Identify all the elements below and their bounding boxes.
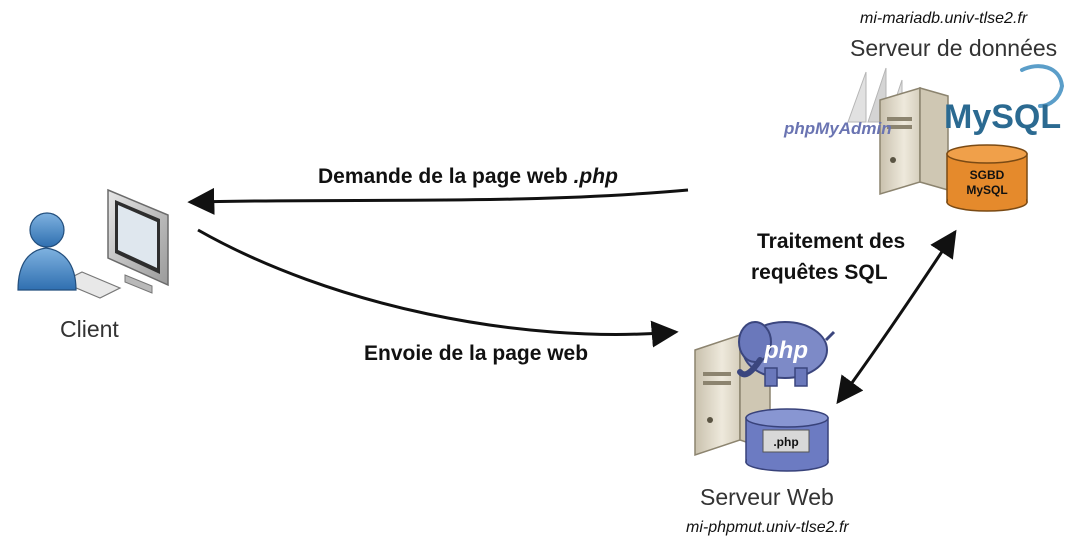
request-arrow bbox=[187, 187, 689, 215]
web-server-hostname: mi-phpmut.univ-tlse2.fr bbox=[686, 519, 849, 536]
sql-label-line2: requêtes SQL bbox=[751, 261, 888, 284]
web-server-title: Serveur Web bbox=[700, 484, 834, 510]
svg-text:phpMyAdmin: phpMyAdmin bbox=[783, 119, 892, 138]
request-label: Demande de la page web .php bbox=[318, 165, 618, 188]
phpmyadmin-logo: phpMyAdmin bbox=[783, 119, 892, 138]
mysql-logo: MySQL bbox=[944, 64, 1065, 136]
php-file-cylinder-icon: .php bbox=[745, 408, 829, 472]
dbms-label-line2: MySQL bbox=[966, 183, 1007, 197]
dbms-label-line1: SGBD bbox=[970, 168, 1005, 182]
client-computer-icon bbox=[17, 188, 169, 299]
sql-arrow bbox=[836, 229, 957, 405]
php-elephant-icon: php bbox=[737, 321, 836, 387]
mysql-logo-text: MySQL bbox=[944, 98, 1061, 136]
php-logo-text: php bbox=[763, 337, 808, 364]
dbms-cylinder-icon: SGBD MySQL bbox=[946, 144, 1028, 212]
sql-label-line1: Traitement des bbox=[757, 230, 906, 253]
response-arrow bbox=[197, 228, 679, 348]
php-file-label: .php bbox=[773, 435, 798, 449]
client-label: Client bbox=[60, 316, 119, 342]
db-server-tower-icon bbox=[879, 86, 949, 196]
db-server-hostname: mi-mariadb.univ-tlse2.fr bbox=[860, 10, 1028, 27]
db-server-title: Serveur de données bbox=[850, 35, 1058, 61]
response-label: Envoie de la page web bbox=[364, 342, 589, 365]
